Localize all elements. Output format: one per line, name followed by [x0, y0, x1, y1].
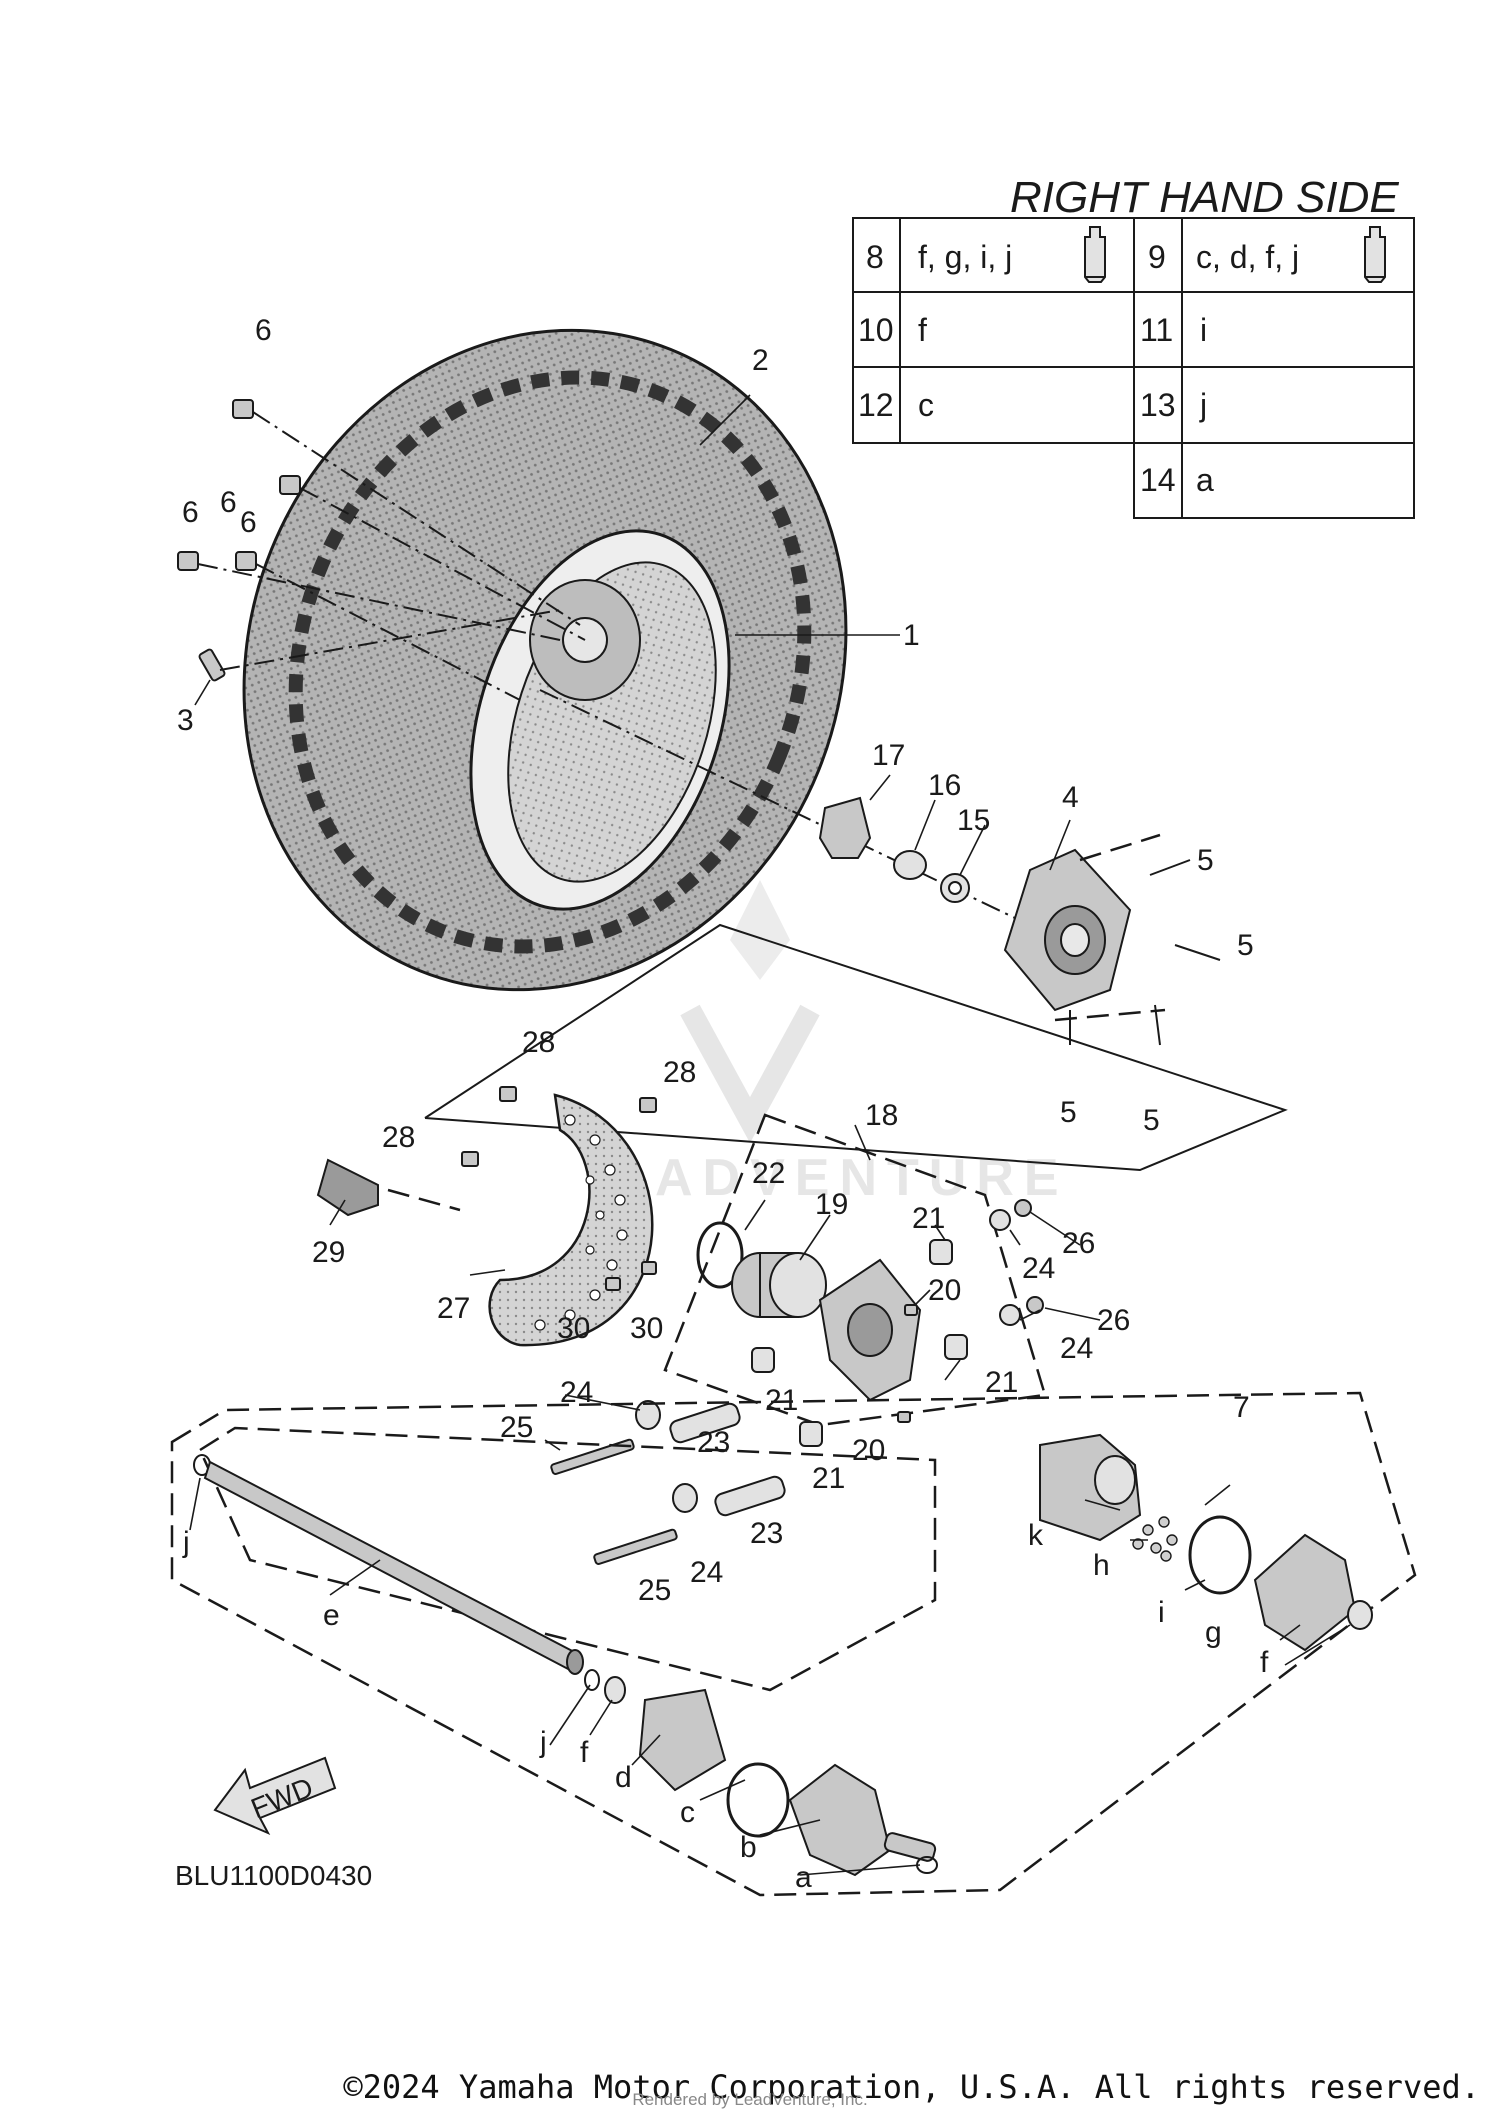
table-row-1-right-num: 9 — [1148, 239, 1166, 275]
copyright-notice: ©2024 Yamaha Motor Corporation, U.S.A. A… — [343, 2068, 1480, 2106]
callout-30b: 30 — [630, 1312, 663, 1345]
callout-15: 15 — [957, 804, 990, 837]
knuckle-group — [550, 1199, 1044, 1565]
brake-disc — [316, 1086, 657, 1347]
table-row-3-left-num: 12 — [858, 387, 894, 423]
table-row-2-left-val: f — [918, 312, 927, 348]
callout-24c: 24 — [560, 1376, 593, 1409]
callout-21b: 21 — [765, 1384, 798, 1417]
parts-table: RIGHT HAND SIDE 8 f, g, i, j 9 c, d, f, … — [852, 173, 1415, 519]
callout-3: 3 — [177, 704, 194, 737]
rendered-by-notice: Rendered by LeadVenture, Inc. — [632, 2090, 868, 2109]
callout-j2: j — [539, 1726, 547, 1759]
callout-4: 4 — [1062, 781, 1079, 814]
callout-b: b — [740, 1831, 757, 1864]
grease-tube-icon — [1084, 226, 1106, 283]
callout-19: 19 — [815, 1188, 848, 1221]
callout-16: 16 — [928, 769, 961, 802]
callout-e: e — [323, 1599, 340, 1632]
callout-29: 29 — [312, 1236, 345, 1269]
table-row-1-left-num: 8 — [866, 239, 884, 275]
callout-24d: 24 — [690, 1556, 723, 1589]
callout-24a: 24 — [1022, 1252, 1055, 1285]
callout-6b: 6 — [182, 496, 199, 529]
tire-wheel — [242, 328, 848, 992]
callout-22: 22 — [752, 1157, 785, 1190]
callout-26b: 26 — [1097, 1304, 1130, 1337]
callout-d: d — [615, 1761, 632, 1794]
callout-7: 7 — [1233, 1391, 1250, 1424]
hub-group — [818, 796, 1221, 1046]
callout-f2: f — [1260, 1646, 1269, 1679]
driveshaft-group — [193, 1433, 1373, 1877]
callout-5a: 5 — [1197, 844, 1214, 877]
callout-1: 1 — [903, 619, 920, 652]
watermark: ADVENTURE — [655, 880, 1069, 1207]
callout-30a: 30 — [557, 1312, 590, 1345]
callout-26a: 26 — [1062, 1227, 1095, 1260]
callout-21c: 21 — [985, 1366, 1018, 1399]
callout-20b: 20 — [852, 1434, 885, 1467]
callout-21d: 21 — [812, 1462, 845, 1495]
callout-6a: 6 — [255, 314, 272, 347]
callout-24b: 24 — [1060, 1332, 1093, 1365]
callout-a: a — [795, 1861, 812, 1894]
callout-25a: 25 — [500, 1411, 533, 1444]
callouts: 1 2 3 4 5 5 5 5 6 6 6 6 7 15 16 17 18 19… — [177, 314, 1269, 1894]
callout-h: h — [1093, 1549, 1110, 1582]
driveshaft-inner-outline — [198, 1426, 937, 1692]
callout-23b: 23 — [750, 1517, 783, 1550]
callout-6d: 6 — [240, 506, 257, 539]
callout-18: 18 — [865, 1099, 898, 1132]
table-row-2-left-num: 10 — [858, 312, 894, 348]
table-row-1-left-val: f, g, i, j — [918, 239, 1012, 275]
grease-tube-icon — [1364, 226, 1386, 283]
driveshaft-outer-outline — [170, 1391, 1417, 1897]
knuckle-group-outline — [663, 1113, 1047, 1427]
table-row-1-right-val: c, d, f, j — [1196, 239, 1299, 275]
callout-k: k — [1028, 1519, 1044, 1552]
callout-27: 27 — [437, 1292, 470, 1325]
callout-28c: 28 — [382, 1121, 415, 1154]
callout-5d: 5 — [1143, 1104, 1160, 1137]
watermark-text: ADVENTURE — [655, 1149, 1069, 1207]
callout-f1: f — [580, 1736, 589, 1769]
callout-20a: 20 — [928, 1274, 961, 1307]
callout-17: 17 — [872, 739, 905, 772]
callout-i: i — [1158, 1596, 1165, 1629]
forward-arrow: FWD — [213, 1756, 337, 1836]
lug-nuts — [177, 399, 301, 571]
table-row-4-right-val: a — [1196, 462, 1214, 498]
callout-g: g — [1205, 1616, 1222, 1649]
table-row-2-right-num: 11 — [1140, 312, 1173, 348]
callout-23a: 23 — [697, 1426, 730, 1459]
table-row-4-right-num: 14 — [1140, 462, 1176, 498]
callout-21a: 21 — [912, 1202, 945, 1235]
callout-5b: 5 — [1237, 929, 1254, 962]
callout-6c: 6 — [220, 486, 237, 519]
table-row-3-right-num: 13 — [1140, 387, 1176, 423]
callout-2: 2 — [752, 344, 769, 377]
callout-25b: 25 — [638, 1574, 671, 1607]
table-row-2-right-val: i — [1200, 312, 1207, 348]
callout-c: c — [680, 1796, 695, 1829]
valve-stem — [198, 648, 226, 682]
table-row-3-right-val: j — [1199, 387, 1207, 423]
callout-j1: j — [182, 1526, 190, 1559]
callout-5c: 5 — [1060, 1096, 1077, 1129]
callout-28b: 28 — [663, 1056, 696, 1089]
leader-lines — [189, 394, 1351, 1876]
callout-28a: 28 — [522, 1026, 555, 1059]
disc-group-outline — [424, 923, 1288, 1172]
table-title: RIGHT HAND SIDE — [1010, 173, 1399, 222]
diagram-code: BLU1100D0430 — [175, 1860, 372, 1891]
table-row-3-left-val: c — [918, 387, 934, 423]
